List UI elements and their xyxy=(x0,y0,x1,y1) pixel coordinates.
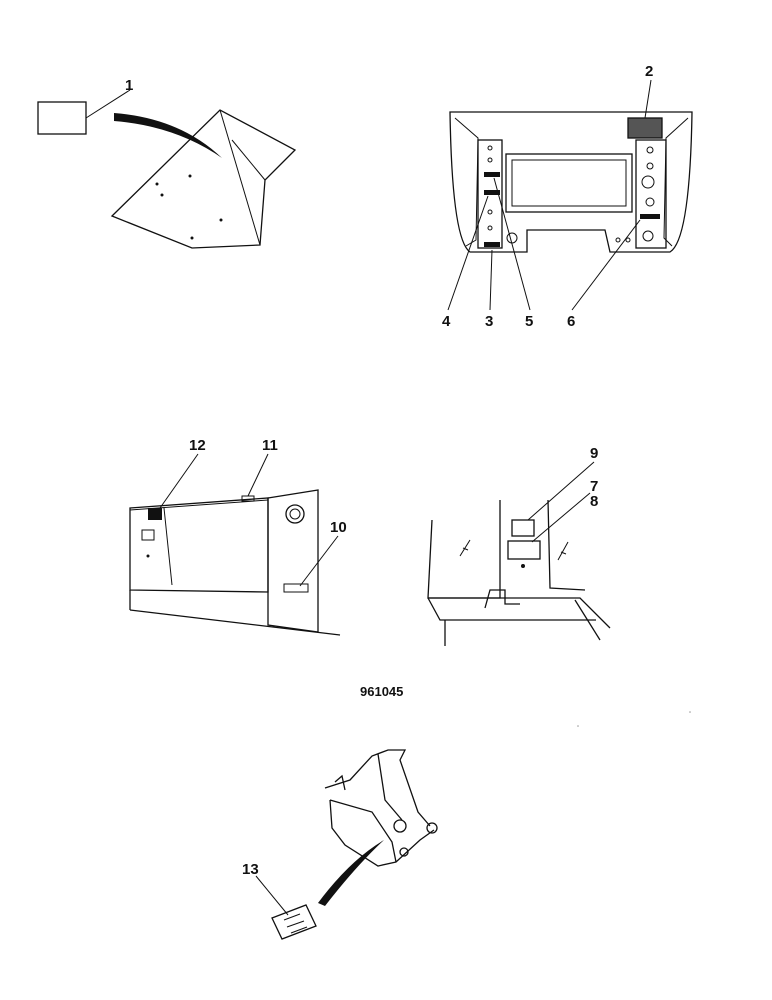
panel-rivet xyxy=(219,218,223,222)
view-instrument-panel: 2 4 3 5 6 xyxy=(442,63,693,330)
view-decal-1: 1 xyxy=(37,77,297,249)
cab-frame xyxy=(574,599,601,641)
leader-11 xyxy=(247,453,269,497)
leader-2 xyxy=(644,79,652,119)
cab-step xyxy=(484,589,520,609)
callout-2: 2 xyxy=(645,63,653,80)
console-base xyxy=(129,609,341,636)
leader-12 xyxy=(159,453,199,509)
callout-8: 8 xyxy=(590,493,598,510)
panel-rivet xyxy=(188,174,192,178)
decal-12 xyxy=(148,508,162,520)
callout-12: 12 xyxy=(189,437,206,454)
cab-panel xyxy=(110,109,297,249)
bucket-shell xyxy=(329,799,435,867)
panel-rivet xyxy=(155,182,159,186)
display-inner xyxy=(511,159,627,207)
decal-1 xyxy=(37,101,87,135)
callout-5: 5 xyxy=(525,313,533,330)
decal-10 xyxy=(283,583,309,593)
console-hole xyxy=(146,554,150,558)
switch xyxy=(487,209,493,215)
leader-1 xyxy=(85,89,131,119)
bucket-link xyxy=(377,753,403,821)
switch xyxy=(625,237,631,243)
callout-7: 7 xyxy=(590,478,598,495)
decal-5 xyxy=(484,190,500,195)
console-knob-inner xyxy=(289,508,301,520)
leader-4 xyxy=(447,195,489,311)
panel-fold xyxy=(231,139,266,181)
switch xyxy=(645,197,655,207)
window-glint xyxy=(459,539,471,557)
cab-hole xyxy=(521,564,525,568)
left-switch-strip xyxy=(477,139,503,249)
leader-5 xyxy=(493,177,531,311)
decal-9 xyxy=(511,519,535,537)
switch xyxy=(646,162,654,170)
switch xyxy=(487,225,493,231)
callout-3: 3 xyxy=(485,313,493,330)
decal-6 xyxy=(640,214,660,219)
leader-6 xyxy=(571,219,641,311)
switch xyxy=(646,146,654,154)
decal-4 xyxy=(484,242,500,247)
view-cab-rear: 9 7 8 xyxy=(427,445,611,646)
switch xyxy=(487,145,493,151)
callout-1: 1 xyxy=(125,77,133,94)
side-console-panel xyxy=(267,489,319,633)
leader-9 xyxy=(527,461,595,521)
bucket-pivot xyxy=(393,819,407,833)
right-switch-strip xyxy=(635,139,667,249)
panel-rivet xyxy=(160,193,164,197)
decal-8 xyxy=(507,540,541,560)
leader-13 xyxy=(255,875,289,916)
leader-10 xyxy=(299,535,339,587)
drawing-number: 961045 xyxy=(360,684,403,699)
socket xyxy=(506,232,518,244)
cab-window-right xyxy=(547,499,586,591)
console-bevel xyxy=(663,117,689,247)
dipper-arm xyxy=(324,749,431,827)
callout-4: 4 xyxy=(442,313,451,330)
callout-13: 13 xyxy=(242,861,259,878)
cab-sill xyxy=(428,597,611,629)
switch xyxy=(487,157,493,163)
ignition-switch xyxy=(641,175,655,189)
view-bucket: 13 xyxy=(242,749,438,940)
switch xyxy=(642,230,654,242)
decal-3 xyxy=(484,172,500,177)
console-knob xyxy=(285,504,305,524)
callout-10: 10 xyxy=(330,519,347,536)
switch xyxy=(615,237,621,243)
leader-3 xyxy=(489,249,493,311)
cab-lower-edge xyxy=(427,597,596,621)
bucket-lip xyxy=(329,799,397,863)
callout-11: 11 xyxy=(262,437,278,454)
bucket-tooth xyxy=(334,774,346,791)
decal-2 xyxy=(627,117,663,139)
bucket-pin xyxy=(399,847,409,857)
panel-edge xyxy=(219,109,261,246)
instrument-console xyxy=(449,111,693,253)
console-switch xyxy=(141,529,155,541)
console-seam xyxy=(163,507,173,586)
display-window xyxy=(505,153,633,213)
leader-7 xyxy=(531,492,591,543)
decal-13-pointer xyxy=(318,840,384,906)
window-glint xyxy=(557,541,569,561)
bucket-pivot xyxy=(426,822,438,834)
scan-speck xyxy=(689,711,691,713)
callout-6: 6 xyxy=(567,313,575,330)
scan-speck xyxy=(577,725,579,727)
decal-1-pointer xyxy=(114,113,222,158)
panel-rivet xyxy=(190,236,194,240)
callout-9: 9 xyxy=(590,445,598,462)
view-side-console: 12 11 10 xyxy=(129,437,347,636)
decal-13 xyxy=(271,904,317,940)
